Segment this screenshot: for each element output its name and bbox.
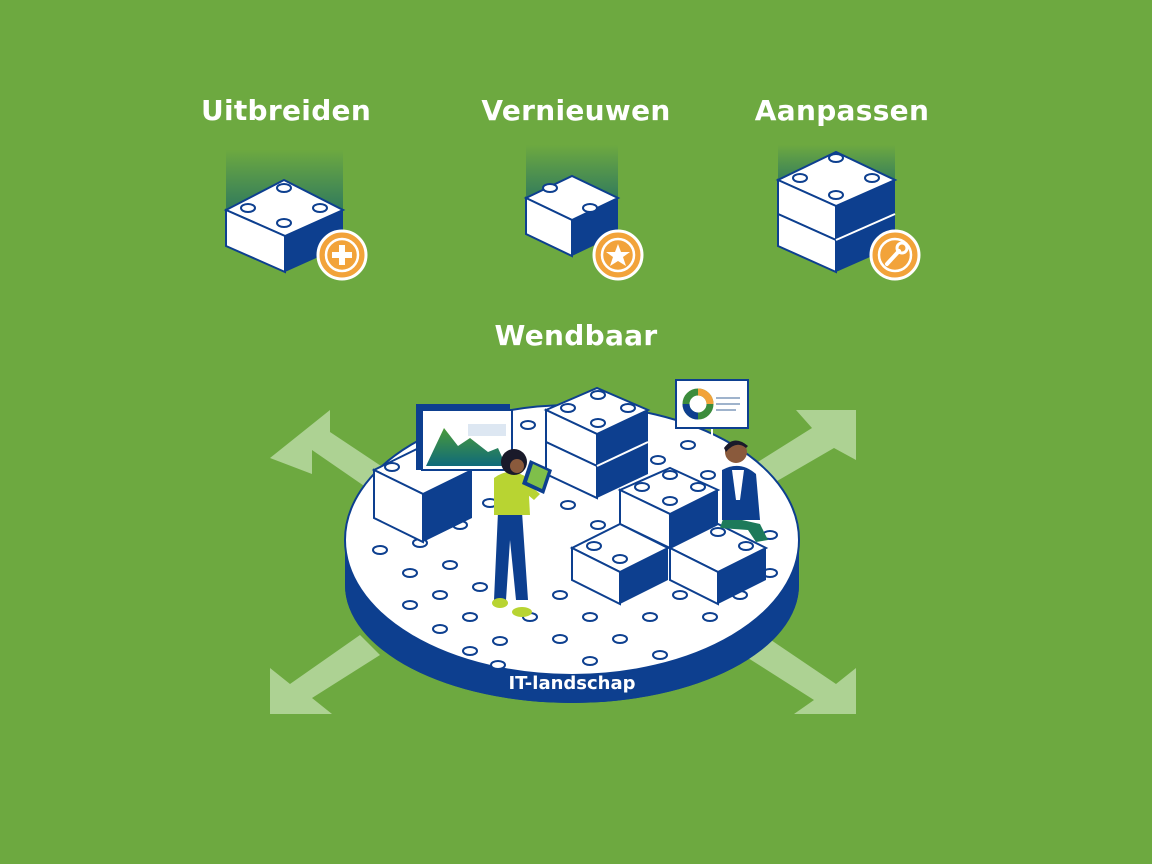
heading-uitbreiden: Uitbreiden [200,94,372,127]
heading-wendbaar: Wendbaar [494,319,658,352]
block-aanpassen [775,145,921,281]
platform-block-left [371,444,475,544]
heading-vernieuwen: Vernieuwen [481,94,671,127]
block-vernieuwen [523,145,644,281]
block-uitbreiden [223,150,368,281]
wrench-icon [869,229,921,281]
platform-block-tower [543,386,651,500]
donut-chart-icon [682,388,714,420]
expand-arrow-bottom-right [748,638,856,714]
platform-label: IT-landschap [508,673,635,694]
info-card [675,379,749,470]
expand-arrow-top-right [745,410,856,488]
plus-icon [316,229,368,281]
chart-screen [416,404,513,471]
star-icon [592,229,644,281]
expand-arrow-top-left [270,410,390,490]
expand-arrow-bottom-left [270,635,380,714]
person-man-sitting [720,440,768,542]
person-woman-with-tablet [492,449,552,617]
platform-block-stairs [569,466,769,606]
heading-aanpassen: Aanpassen [754,94,930,127]
